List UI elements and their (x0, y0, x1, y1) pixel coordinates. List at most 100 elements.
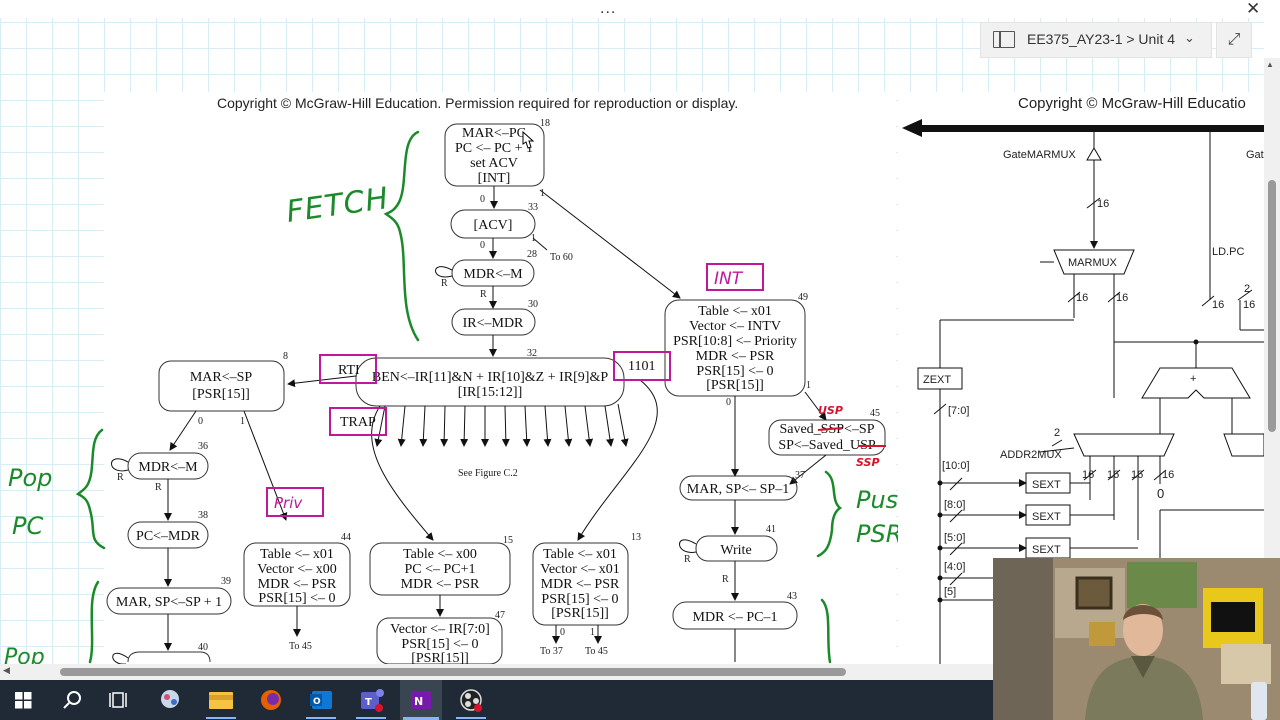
state-number: 8 (283, 351, 288, 362)
branch-label: 1 (590, 627, 595, 638)
close-button[interactable]: ✕ (1246, 0, 1261, 18)
chevron-down-icon[interactable]: ⌄ (1184, 30, 1195, 45)
vertical-scrollbar-thumb[interactable] (1268, 180, 1276, 432)
fullscreen-button[interactable]: ⤢ (1216, 22, 1252, 58)
branch-label: 0 (560, 627, 565, 638)
state-text: Table <– x01 (698, 304, 772, 319)
bus-width-label: 16 (1107, 469, 1119, 481)
zero-input-label: 0 (1157, 486, 1164, 501)
bit-range-label: [4:0] (944, 561, 965, 573)
state-text: Table <– x01 (260, 547, 334, 562)
state-text: [PSR[15]] (706, 378, 764, 393)
outlook-icon[interactable]: O (310, 691, 332, 709)
search-icon[interactable] (63, 691, 81, 709)
priv-annotation: Priv (274, 494, 303, 512)
state-number: 18 (540, 118, 550, 129)
state-number: 45 (870, 408, 880, 419)
psr-annotation: PSR (856, 520, 902, 548)
onenote-icon[interactable]: N (411, 691, 431, 709)
bus-width-label: 16 (1131, 469, 1143, 481)
bus-width-label: 16 (1076, 292, 1088, 304)
sext-label: SEXT (1032, 511, 1061, 523)
state-text: IR<–MDR (463, 316, 524, 331)
state-number: 38 (198, 510, 208, 521)
ssp-annotation: SSP (856, 456, 880, 469)
state-text: [PSR[15]] (411, 651, 469, 666)
state-text: MAR, SP<–SP + 1 (116, 595, 222, 610)
state-number: 33 (528, 202, 538, 213)
state-number: 40 (198, 642, 208, 653)
marmux-label: MARMUX (1068, 257, 1118, 269)
state-text: MAR<–PC (462, 126, 526, 141)
state-number: 36 (198, 441, 208, 452)
copyright-text-right: Copyright © McGraw-Hill Educatio (1018, 95, 1246, 112)
state-number: 32 (527, 348, 537, 359)
more-options-button[interactable]: ... (600, 0, 617, 17)
task-view-icon[interactable] (109, 692, 127, 708)
snipping-tool-icon[interactable] (161, 690, 179, 708)
gate-label: Gat (1246, 149, 1264, 161)
ready-label: R (480, 289, 487, 300)
state-45 (768, 419, 886, 456)
state-number: 28 (527, 249, 537, 260)
state-text: Vector <– x00 (257, 562, 336, 577)
state-text: [IR[15:12]] (458, 385, 523, 400)
bus-width-label: 16 (1212, 299, 1224, 311)
state-text: Write (720, 543, 751, 558)
windows-start-icon[interactable] (15, 692, 32, 709)
opcode-1101-label: 1101 (628, 359, 655, 374)
taskbar-icons: O T N (15, 680, 486, 720)
firefox-icon[interactable] (261, 690, 281, 710)
bus-width-label: 16 (1082, 469, 1094, 481)
state-text: Vector <– x01 (540, 562, 619, 577)
scroll-up-icon[interactable]: ▲ (1266, 60, 1274, 69)
ready-label: R (722, 574, 729, 585)
bit-range-label: [5] (944, 586, 956, 598)
state-41 (695, 535, 778, 562)
branch-label: 0 (726, 397, 731, 408)
branch-label: 0 (198, 416, 203, 427)
bus-width-label: 2 (1244, 283, 1250, 295)
sext-label: SEXT (1032, 544, 1061, 556)
state-text: PC <– PC+1 (404, 562, 475, 577)
notebook-navigation[interactable] (980, 22, 1212, 58)
scroll-left-icon[interactable]: ◀ (3, 665, 10, 675)
state-text: MDR<–M (138, 460, 198, 475)
notebook-breadcrumb[interactable]: EE375_AY23-1 > Unit 4 (1027, 31, 1176, 47)
state-text: PSR[15] <– 0 (401, 637, 478, 652)
to-45-label: To 45 (289, 641, 312, 652)
bit-range-label: [10:0] (942, 460, 970, 472)
handwritten-braces (75, 130, 843, 664)
pc-annotation: PC (12, 512, 43, 540)
state-number: 44 (341, 532, 351, 543)
state-text: Table <– x00 (403, 547, 477, 562)
to-60-label: To 60 (550, 252, 573, 263)
int-annotation: INT (714, 269, 744, 289)
ready-label: R (155, 482, 162, 493)
svg-text:O: O (313, 697, 321, 707)
trap-label: TRAP (340, 415, 376, 430)
obs-icon[interactable] (460, 689, 482, 712)
teams-icon[interactable]: T (361, 689, 384, 712)
state-39 (106, 587, 232, 615)
bus-width-label: 16 (1097, 198, 1109, 210)
presenter-video (993, 558, 1280, 720)
state-text: MDR <– PC–1 (693, 610, 778, 625)
state-text: SP<–Saved_USP (778, 438, 876, 453)
title-bar (0, 0, 1280, 18)
state-8 (158, 360, 285, 412)
file-explorer-icon[interactable] (209, 692, 233, 709)
state-text: Table <– x01 (543, 547, 617, 562)
usp-annotation: USP (818, 404, 843, 417)
see-figure-label: See Figure C.2 (458, 468, 518, 479)
to-45-label: To 45 (585, 646, 608, 657)
horizontal-scrollbar-thumb[interactable] (60, 668, 846, 676)
state-text: set ACV (470, 156, 518, 171)
bus-width-label: 16 (1116, 292, 1128, 304)
hand-cursor-icon (522, 130, 535, 149)
notebook-icon (993, 31, 1015, 48)
zext-label: ZEXT (923, 374, 951, 386)
branch-label: 1 (240, 416, 245, 427)
pop-annotation: Pop (8, 464, 52, 492)
